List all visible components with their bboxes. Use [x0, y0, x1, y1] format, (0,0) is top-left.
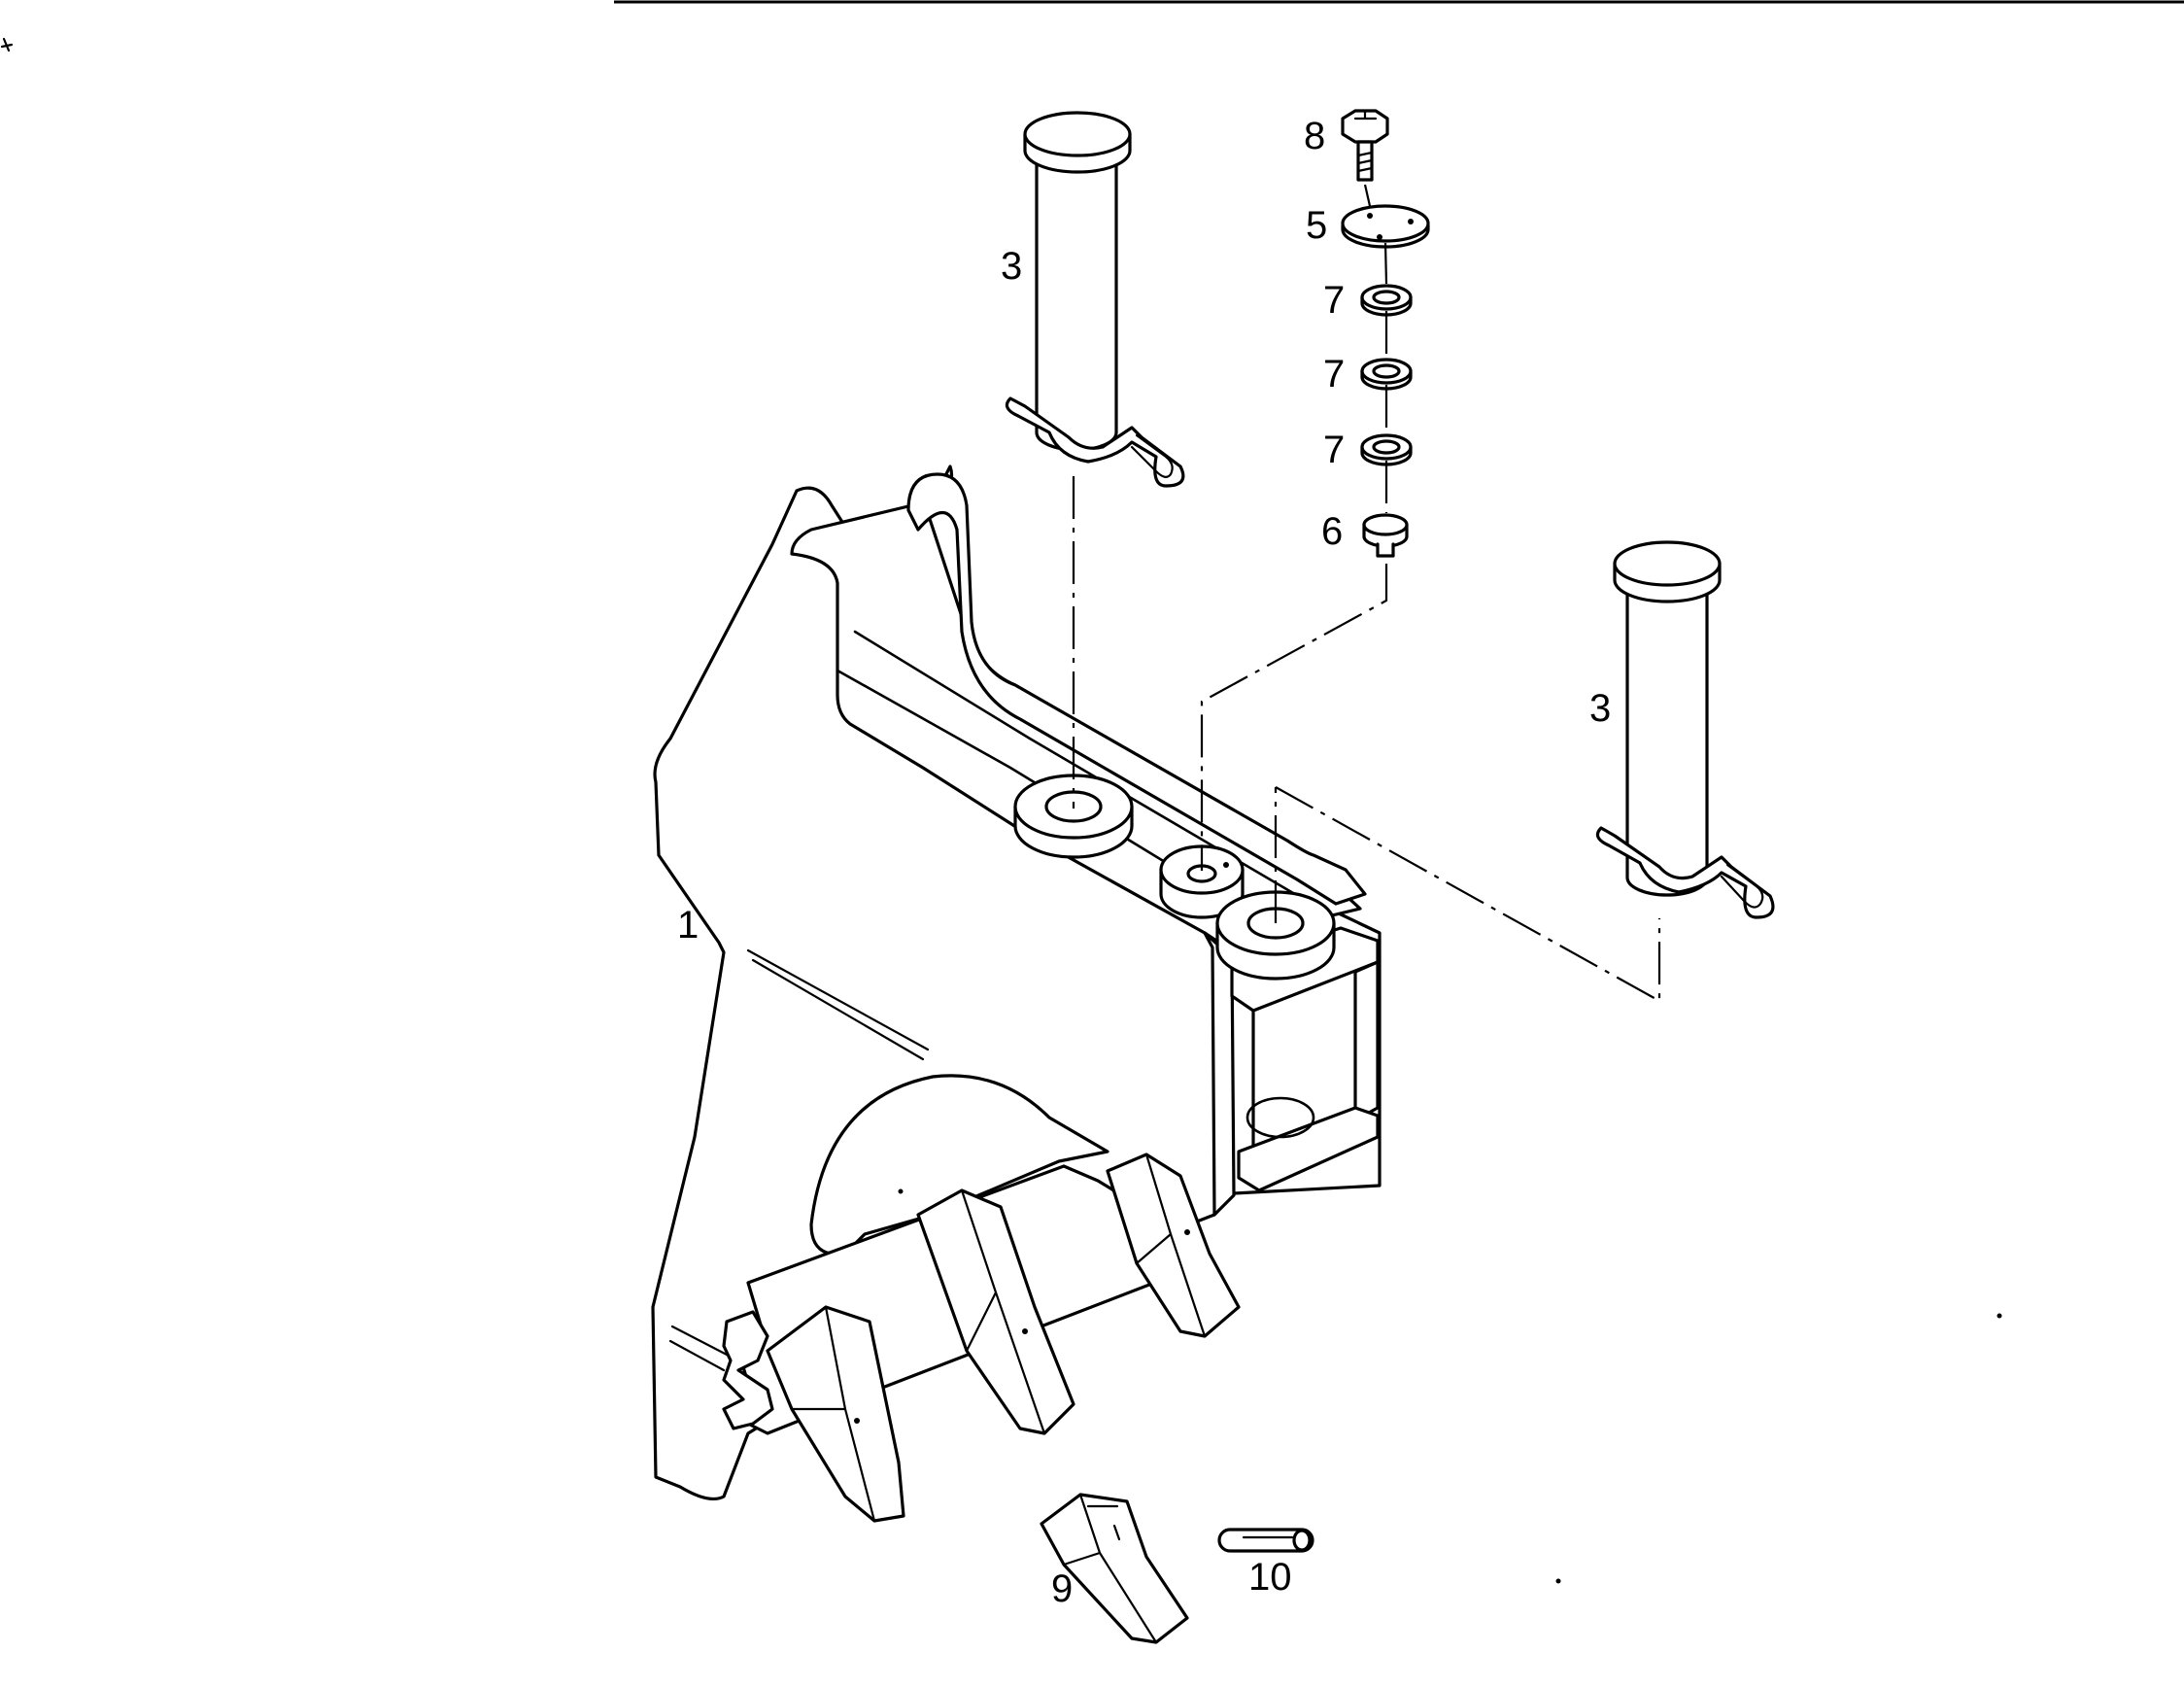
callout-9: 9: [1051, 1567, 1073, 1610]
assembly-axis-lines: [1072, 184, 1661, 1003]
callout-3-left: 3: [1001, 245, 1022, 288]
bracket-lower-hole: [1246, 1096, 1315, 1139]
bucket-rear-flange: [906, 472, 1367, 906]
corner-speck: [0, 37, 14, 52]
pin-right-shaft: [1625, 581, 1709, 897]
callout-3-right: 3: [1589, 687, 1611, 730]
bucket-lip-scallop: [722, 1310, 774, 1430]
bucket-bracket-lower: [1237, 1106, 1380, 1192]
stray-dot-b: [1555, 1578, 1561, 1584]
shim-7-c: [1360, 433, 1413, 466]
plate-5: [1341, 204, 1430, 249]
bucket-tooth-middle-ridge: [960, 1188, 1046, 1435]
bucket-tooth-right-ridge: [1135, 1153, 1207, 1338]
callout-8: 8: [1304, 115, 1325, 157]
grease-nipple-6: [1362, 513, 1409, 558]
callout-1: 1: [677, 904, 699, 947]
bolt-8: [1341, 109, 1389, 182]
pin-left-head: [1023, 111, 1132, 157]
callout-6: 6: [1321, 510, 1343, 553]
stray-dot-c: [898, 1188, 904, 1194]
bucket-tooth-right: [1106, 1153, 1241, 1338]
callout-7-c: 7: [1323, 429, 1345, 471]
pin-right-retainer-loop: [1720, 863, 1764, 909]
shim-7-b: [1360, 358, 1413, 391]
callout-7-b: 7: [1323, 353, 1345, 396]
pin-right: [1595, 540, 1775, 919]
bushing-left: [1013, 774, 1134, 859]
callout-5: 5: [1306, 204, 1327, 247]
stray-dot-a: [1996, 1313, 2002, 1319]
bucket-tooth-left: [766, 1305, 905, 1523]
pin-left: [1005, 111, 1185, 488]
roll-pin-10: [1217, 1528, 1314, 1553]
pin-right-head: [1613, 540, 1722, 587]
bucket-tooth-middle: [916, 1188, 1075, 1435]
bucket-tooth-left-ridge: [790, 1305, 876, 1523]
bucket-bushings: [1013, 774, 1336, 981]
shim-7-a: [1360, 284, 1413, 317]
tooth-9: [1040, 1493, 1189, 1644]
pin-left-retainer-loop: [1130, 433, 1174, 478]
callout-7-a: 7: [1323, 279, 1345, 322]
callout-10: 10: [1248, 1556, 1292, 1599]
pin-left-shaft: [1035, 152, 1118, 452]
bucket-side-lines: [668, 948, 930, 1372]
bucket-teeth: [766, 1153, 1241, 1523]
